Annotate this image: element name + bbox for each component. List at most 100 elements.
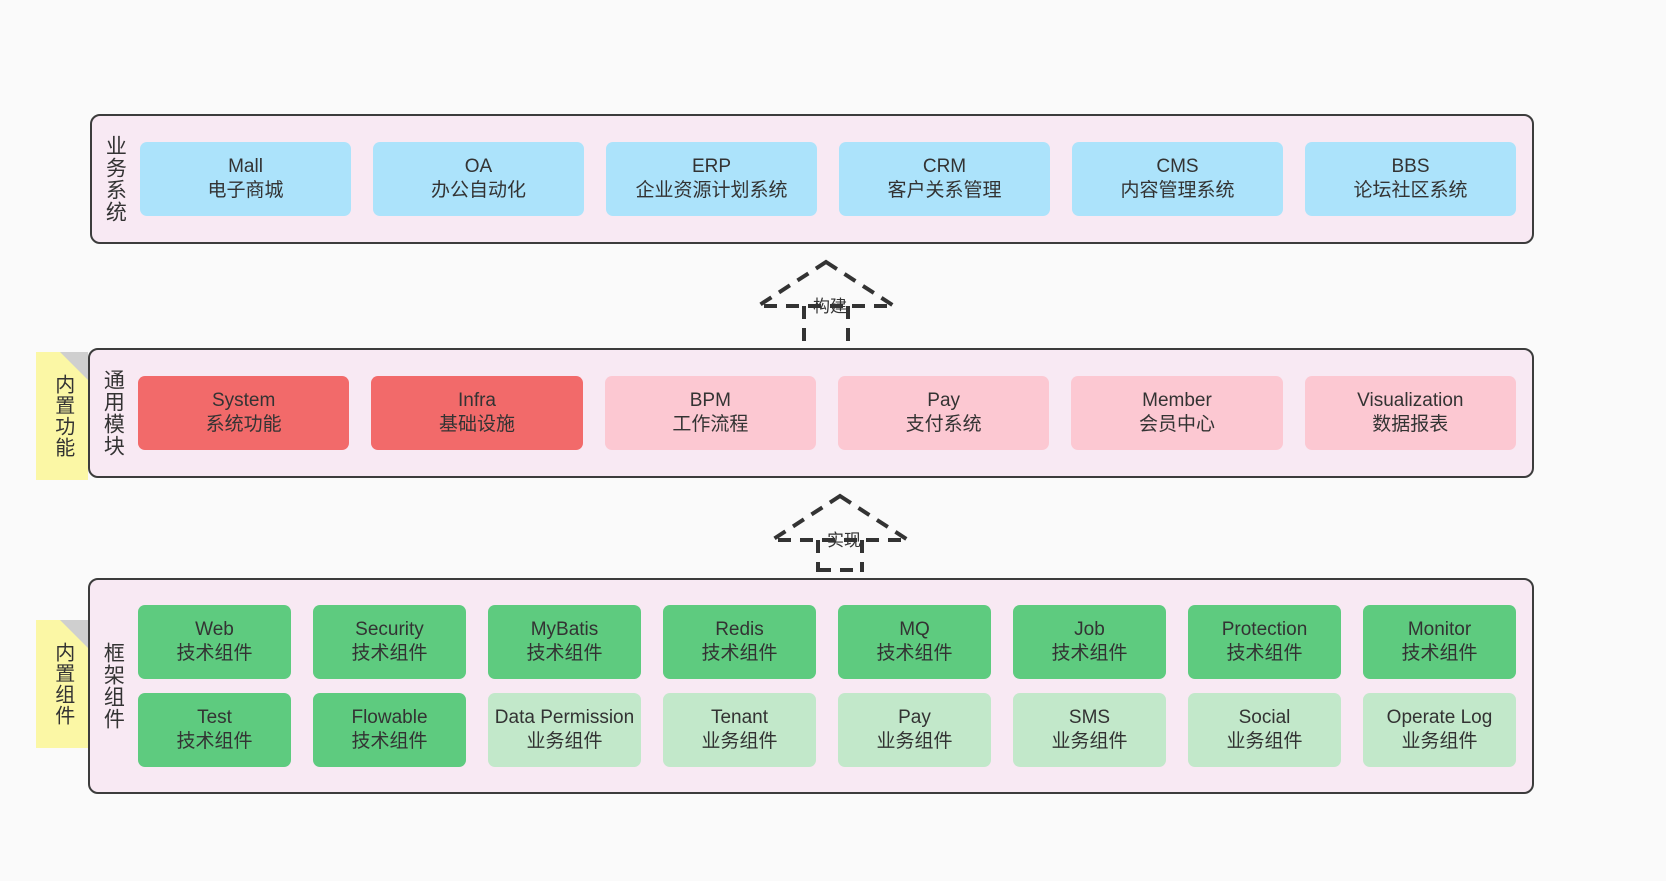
node-title: Social xyxy=(1238,707,1291,729)
node-title: Flowable xyxy=(351,707,428,729)
node-cms[interactable]: CMS 内容管理系统 xyxy=(1072,142,1283,216)
layer-title-framework: 框架组件 xyxy=(101,642,125,730)
node-title: Mall xyxy=(228,156,263,178)
node-title: Job xyxy=(1074,619,1105,641)
node-title: Pay xyxy=(927,390,961,412)
node-subtitle: 内容管理系统 xyxy=(1120,180,1235,201)
node-social[interactable]: Social 业务组件 xyxy=(1188,693,1341,767)
node-bpm[interactable]: BPM 工作流程 xyxy=(604,376,816,450)
layer-common-modules: 通用模块 System 系统功能 Infra 基础设施 BPM 工作流程 Pay… xyxy=(88,348,1534,478)
row-common-1: System 系统功能 Infra 基础设施 BPM 工作流程 Pay 支付系统… xyxy=(138,376,1516,450)
layer-framework-components: 框架组件 Web 技术组件 Security 技术组件 MyBatis 技术组件… xyxy=(88,578,1534,794)
node-flowable[interactable]: Flowable 技术组件 xyxy=(313,693,466,767)
node-title: MQ xyxy=(899,619,930,641)
node-title: CMS xyxy=(1156,156,1199,178)
connector-build-label: 构建 xyxy=(813,297,847,316)
node-subtitle: 业务组件 xyxy=(1401,731,1478,752)
layer-body-framework: Web 技术组件 Security 技术组件 MyBatis 技术组件 Redi… xyxy=(134,580,1532,792)
node-subtitle: 业务组件 xyxy=(526,731,603,752)
node-protection[interactable]: Protection 技术组件 xyxy=(1188,605,1341,679)
node-subtitle: 技术组件 xyxy=(351,731,428,752)
node-title: BBS xyxy=(1391,156,1430,178)
node-subtitle: 技术组件 xyxy=(876,643,953,664)
node-title: Member xyxy=(1142,390,1212,412)
node-subtitle: 技术组件 xyxy=(176,643,253,664)
node-subtitle: 技术组件 xyxy=(1401,643,1478,664)
layer-title-business: 业务系统 xyxy=(103,135,127,223)
node-subtitle: 电子商城 xyxy=(207,180,284,201)
node-pay-module[interactable]: Pay 支付系统 xyxy=(837,376,1050,450)
note-fold-corner xyxy=(60,620,88,648)
node-redis[interactable]: Redis 技术组件 xyxy=(663,605,816,679)
node-subtitle: 技术组件 xyxy=(176,731,253,752)
node-title: ERP xyxy=(691,156,732,178)
node-pay-component[interactable]: Pay 业务组件 xyxy=(838,693,991,767)
node-title: OA xyxy=(464,156,493,178)
note-builtin-function: 内置功能 xyxy=(36,352,88,480)
node-sms[interactable]: SMS 业务组件 xyxy=(1013,693,1166,767)
node-visualization[interactable]: Visualization 数据报表 xyxy=(1304,376,1516,450)
node-job[interactable]: Job 技术组件 xyxy=(1013,605,1166,679)
node-subtitle: 支付系统 xyxy=(905,414,982,435)
node-subtitle: 工作流程 xyxy=(672,414,749,435)
node-title: BPM xyxy=(689,390,731,412)
note-builtin-component: 内置组件 xyxy=(36,620,88,748)
node-title: CRM xyxy=(922,156,967,178)
node-subtitle: 论坛社区系统 xyxy=(1353,180,1468,201)
node-title: Tenant xyxy=(710,707,769,729)
node-mybatis[interactable]: MyBatis 技术组件 xyxy=(488,605,641,679)
node-title: Monitor xyxy=(1407,619,1472,641)
note-label: 内置组件 xyxy=(51,642,74,726)
node-title: Test xyxy=(197,707,232,729)
node-subtitle: 技术组件 xyxy=(526,643,603,664)
node-data-permission[interactable]: Data Permission 业务组件 xyxy=(488,693,641,767)
node-system[interactable]: System 系统功能 xyxy=(138,376,350,450)
node-title: Data Permission xyxy=(494,707,635,729)
node-subtitle: 业务组件 xyxy=(1051,731,1128,752)
node-security[interactable]: Security 技术组件 xyxy=(313,605,466,679)
node-title: Web xyxy=(195,619,234,641)
node-subtitle: 业务组件 xyxy=(1226,731,1303,752)
node-subtitle: 客户关系管理 xyxy=(887,180,1002,201)
node-mall[interactable]: Mall 电子商城 xyxy=(140,142,351,216)
node-subtitle: 业务组件 xyxy=(876,731,953,752)
node-title: System xyxy=(211,390,276,412)
node-bbs[interactable]: BBS 论坛社区系统 xyxy=(1305,142,1516,216)
node-title: Pay xyxy=(898,707,931,729)
layer-business-systems: 业务系统 Mall 电子商城 OA 办公自动化 ERP 企业资源计划系统 CRM… xyxy=(90,114,1534,244)
node-title: Operate Log xyxy=(1386,707,1493,729)
node-subtitle: 数据报表 xyxy=(1372,414,1449,435)
node-title: Infra xyxy=(457,390,496,412)
node-subtitle: 办公自动化 xyxy=(430,180,526,201)
node-member[interactable]: Member 会员中心 xyxy=(1071,376,1283,450)
row-framework-business: Test 技术组件 Flowable 技术组件 Data Permission … xyxy=(138,693,1516,767)
node-subtitle: 业务组件 xyxy=(701,731,778,752)
note-fold-corner xyxy=(60,352,88,380)
node-erp[interactable]: ERP 企业资源计划系统 xyxy=(606,142,817,216)
node-title: Visualization xyxy=(1357,390,1464,412)
layer-title-common: 通用模块 xyxy=(101,369,125,457)
node-title: MyBatis xyxy=(530,619,599,641)
row-business-1: Mall 电子商城 OA 办公自动化 ERP 企业资源计划系统 CRM 客户关系… xyxy=(140,142,1516,216)
node-title: Security xyxy=(355,619,424,641)
node-title: SMS xyxy=(1068,707,1111,729)
layer-body-common: System 系统功能 Infra 基础设施 BPM 工作流程 Pay 支付系统… xyxy=(134,350,1532,476)
node-infra[interactable]: Infra 基础设施 xyxy=(371,376,583,450)
node-title: Protection xyxy=(1221,619,1308,641)
row-framework-tech: Web 技术组件 Security 技术组件 MyBatis 技术组件 Redi… xyxy=(138,605,1516,679)
node-web[interactable]: Web 技术组件 xyxy=(138,605,291,679)
node-monitor[interactable]: Monitor 技术组件 xyxy=(1363,605,1516,679)
node-title: Redis xyxy=(715,619,764,641)
node-mq[interactable]: MQ 技术组件 xyxy=(838,605,991,679)
node-subtitle: 系统功能 xyxy=(205,414,282,435)
node-subtitle: 企业资源计划系统 xyxy=(635,180,788,201)
node-test[interactable]: Test 技术组件 xyxy=(138,693,291,767)
node-operate-log[interactable]: Operate Log 业务组件 xyxy=(1363,693,1516,767)
node-crm[interactable]: CRM 客户关系管理 xyxy=(839,142,1050,216)
connector-implement-label: 实现 xyxy=(827,531,861,550)
node-oa[interactable]: OA 办公自动化 xyxy=(373,142,584,216)
node-tenant[interactable]: Tenant 业务组件 xyxy=(663,693,816,767)
node-subtitle: 技术组件 xyxy=(1226,643,1303,664)
node-subtitle: 会员中心 xyxy=(1138,414,1215,435)
